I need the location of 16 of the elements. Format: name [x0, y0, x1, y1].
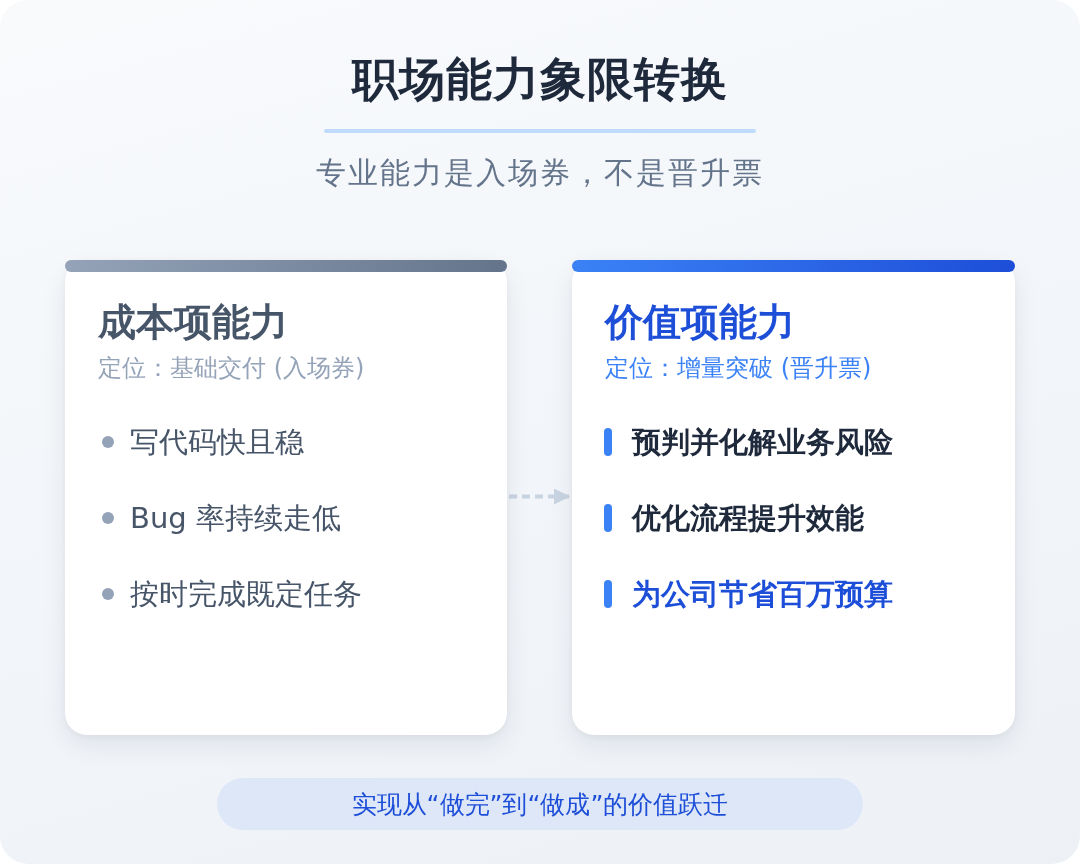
list-item: 优化流程提升效能: [632, 500, 864, 537]
card-title: 成本项能力: [98, 298, 288, 346]
card-title: 价值项能力: [605, 298, 795, 346]
list-item: 预判并化解业务风险: [632, 424, 893, 461]
title: 职场能力象限转换: [352, 51, 728, 108]
card: [572, 260, 1015, 735]
list-item: 写代码快且稳: [130, 424, 304, 461]
card: [65, 260, 507, 735]
card-subtitle: 定位：基础交付 (入场券): [98, 353, 365, 384]
list-item: 为公司节省百万预算: [632, 576, 893, 613]
arrow: [509, 488, 570, 505]
list-item: 按时完成既定任务: [130, 576, 362, 613]
summary-banner: 实现从“做完”到“做成”的价值跃迁: [217, 778, 863, 830]
card-subtitle: 定位：增量突破 (晋升票): [605, 353, 872, 384]
subtitle: 专业能力是入场券，不是晋升票: [316, 154, 764, 192]
list-item: Bug 率持续走低: [130, 500, 341, 537]
